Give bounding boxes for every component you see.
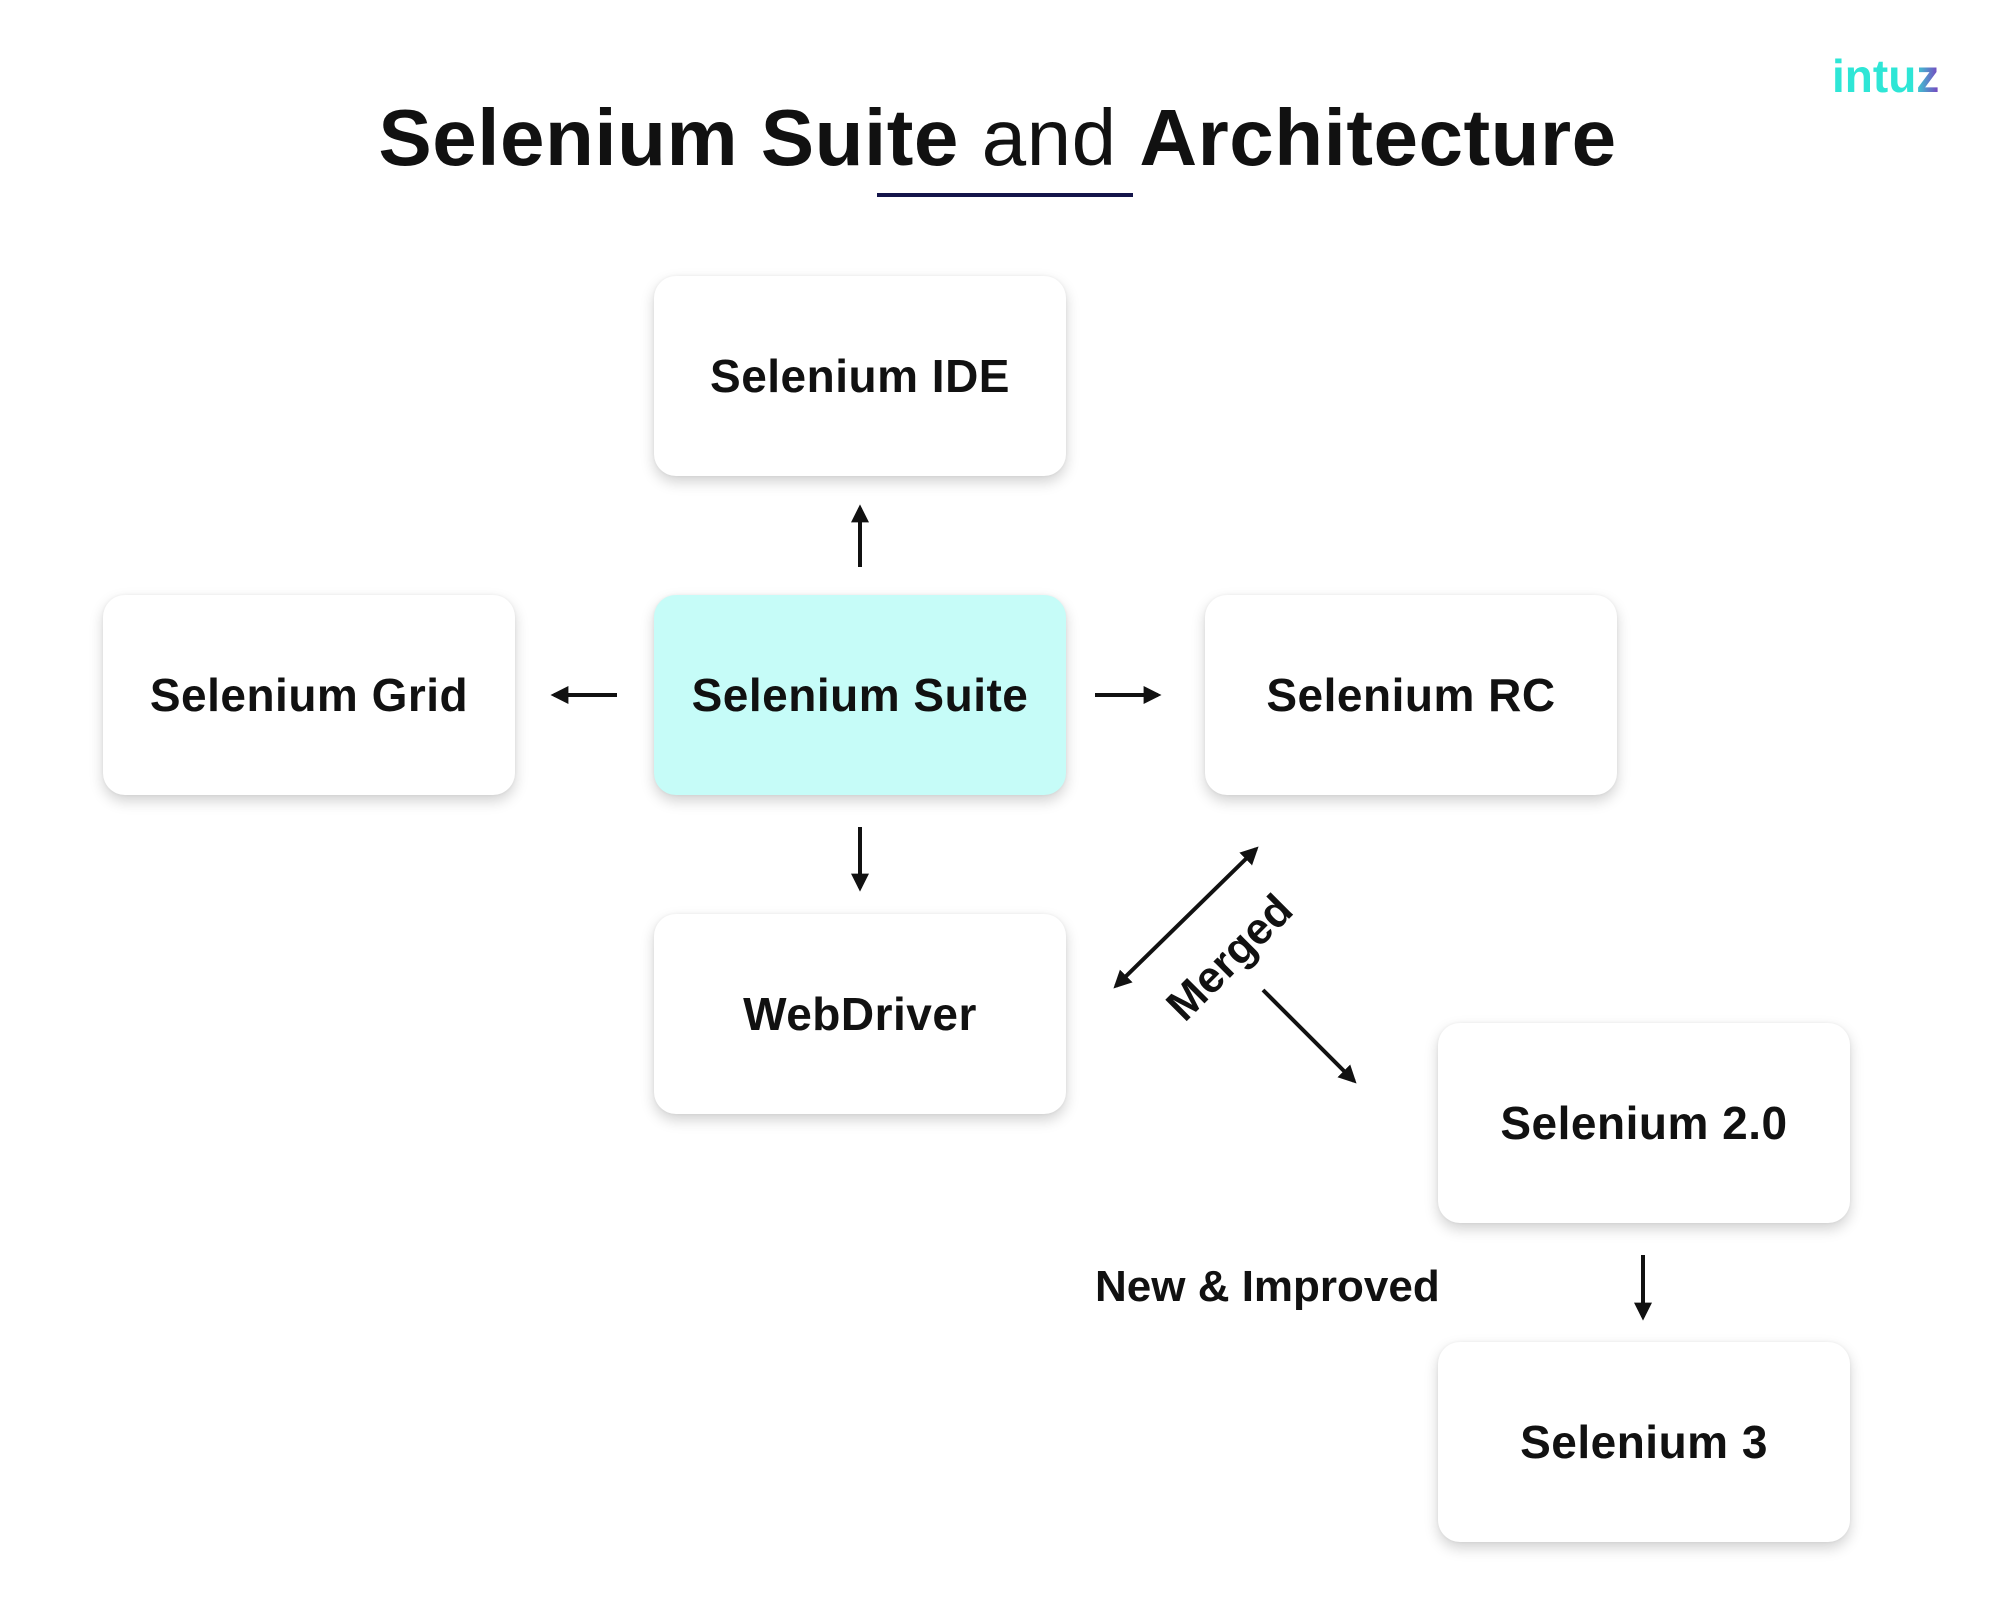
node-selenium-3: Selenium 3: [1438, 1342, 1850, 1542]
node-selenium-suite: Selenium Suite: [654, 595, 1066, 795]
node-selenium-2: Selenium 2.0: [1438, 1023, 1850, 1223]
new-and-improved-label: New & Improved: [1095, 1262, 1440, 1311]
merged-label: Merged: [1156, 884, 1303, 1031]
page-title: Selenium Suite and Architecture: [0, 88, 1995, 188]
logo-text: intuz: [1832, 50, 1939, 102]
arrow-merged-to-selenium2: [1261, 988, 1357, 1084]
node-selenium-grid: Selenium Grid: [103, 595, 515, 795]
title-underline: [877, 193, 1133, 197]
intuz-logo: intuz: [1832, 50, 1939, 102]
node-selenium-ide: Selenium IDE: [654, 276, 1066, 476]
title-part-3: Architecture: [1139, 93, 1617, 182]
node-webdriver: WebDriver: [654, 914, 1066, 1114]
node-selenium-rc: Selenium RC: [1205, 595, 1617, 795]
title-part-2: and: [981, 93, 1117, 182]
title-part-1: Selenium Suite: [378, 93, 959, 182]
